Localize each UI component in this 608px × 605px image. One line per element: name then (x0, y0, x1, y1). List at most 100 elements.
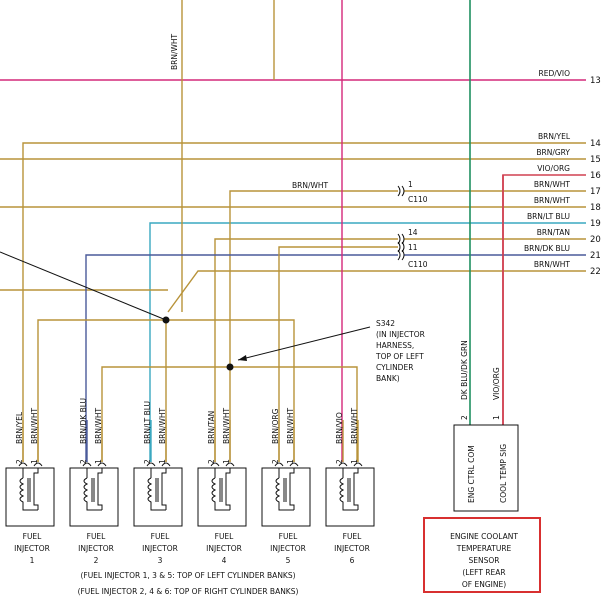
injector-label-2: INJECTOR (334, 544, 370, 553)
splice-leader (237, 326, 371, 361)
wire-22: BRN/WHT 22 (167, 260, 601, 313)
wire-14-label: BRN/YEL (538, 132, 571, 141)
splice-callout: S342 (IN INJECTOR HARNESS, TOP OF LEFT C… (375, 319, 425, 383)
injector-wire-1-label: BRN/WHT (286, 407, 295, 444)
wire-19-label: BRN/LT BLU (527, 212, 570, 221)
wire-19: BRN/LT BLU 19 (149, 212, 601, 462)
splice-line-5: BANK) (376, 374, 400, 383)
wire-20: BRN/TAN 20 (404, 228, 601, 245)
injector-label-3: 3 (158, 556, 163, 565)
wire-21-label: BRN/DK BLU (524, 244, 570, 253)
pin-cap-icon (289, 462, 299, 467)
wire-13: RED/VIO 13 (0, 69, 601, 86)
pin-cap-icon (82, 462, 92, 467)
pin-cap-icon (33, 462, 43, 467)
sensor-wire-1: VIO/ORG (492, 367, 501, 400)
splice-line-3: TOP OF LEFT (375, 352, 424, 361)
sensor-pin1-label: COOL TEMP SIG (499, 444, 508, 503)
coil-icon (150, 468, 167, 510)
sensor-pin-2: 2 (460, 415, 469, 420)
injector-label-3: 1 (30, 556, 35, 565)
connector-c110-a (397, 185, 405, 261)
injector-wire-1-label: BRN/WHT (94, 407, 103, 444)
coil-winding-icon (339, 477, 358, 511)
splice-dot-1 (162, 316, 170, 324)
injector-wire-2-label: BRN/YEL (15, 411, 24, 444)
harness-wiring (0, 0, 471, 462)
injector-label-3: 2 (94, 556, 99, 565)
injector-label-3: 5 (286, 556, 291, 565)
wire-20-num: 20 (590, 235, 601, 245)
injector-wire-2-label: BRN/DK BLU (79, 398, 88, 444)
splice-id: S342 (376, 319, 395, 328)
c110-name-1: C110 (408, 195, 428, 204)
coil-winding-icon (19, 477, 38, 511)
sensor-pin-1: 1 (492, 415, 501, 420)
wire-15-num: 15 (590, 155, 601, 165)
injector-pin-2: 2 (207, 459, 216, 464)
injector-wire-1-label: BRN/WHT (30, 407, 39, 444)
splice-line-1: (IN INJECTOR (376, 330, 425, 339)
splice-dot-s342 (226, 363, 234, 371)
injector-label-2: INJECTOR (78, 544, 114, 553)
wire-18-label: BRN/WHT (534, 196, 571, 205)
wire-19-num: 19 (590, 219, 601, 229)
injector-label-3: 4 (222, 556, 227, 565)
sensor-title-3: SENSOR (469, 556, 500, 565)
injector-label-1: FUEL (279, 532, 299, 541)
pin-cap-icon (210, 462, 220, 467)
injector-wire-2-label: BRN/TAN (207, 411, 216, 444)
injector-pin-1: 1 (222, 459, 231, 464)
splice-arrow (238, 355, 247, 361)
c110-wire-label: BRN/WHT (292, 181, 329, 190)
injector-wire-2-label: BRN/LT BLU (143, 401, 152, 444)
wire-17-num: 17 (590, 187, 601, 197)
coolant-sensor: DK BLU/DK GRN VIO/ORG 2 1 ENG CTRL COM C… (423, 175, 541, 593)
pin-cap-icon (18, 462, 28, 467)
sensor-title-2: TEMPERATURE (456, 544, 512, 553)
injector-pin-2: 2 (143, 459, 152, 464)
splice-line-2: HARNESS, (376, 341, 414, 350)
wire-15-label: BRN/GRY (536, 148, 570, 157)
coil-icon (278, 468, 295, 510)
c110-pin-1: 1 (408, 180, 413, 189)
injector-pin-2: 2 (79, 459, 88, 464)
wire-13-label: RED/VIO (539, 69, 571, 78)
c110-pin-14: 14 (408, 228, 418, 237)
wire-14: BRN/YEL 14 (22, 132, 601, 462)
sensor-title-5: OF ENGINE) (462, 580, 506, 589)
wire-20-label: BRN/TAN (537, 228, 570, 237)
splice-line-4: CYLINDER (376, 363, 413, 372)
footnote-2: (FUEL INJECTOR 2, 4 & 6: TOP OF RIGHT CY… (78, 587, 299, 596)
coil-icon (214, 468, 231, 510)
injector-label-1: FUEL (343, 532, 363, 541)
wire-14-num: 14 (590, 139, 601, 149)
wire-21: BRN/DK BLU 21 (404, 244, 601, 261)
wire-15: BRN/GRY 15 (0, 148, 601, 165)
injector-wire-2-label: BRN/VIO (335, 412, 344, 444)
injector-label-1: FUEL (215, 532, 235, 541)
coil-winding-icon (83, 477, 102, 511)
injector-pin-2: 2 (335, 459, 344, 464)
injector-pin-2: 2 (271, 459, 280, 464)
sensor-title-1: ENGINE COOLANT (450, 532, 518, 541)
injector-pin-1: 1 (158, 459, 167, 464)
sensor-highlight-box (423, 517, 541, 593)
sensor-body (453, 424, 519, 512)
wire-18-num: 18 (590, 203, 601, 213)
injector-label-2: INJECTOR (14, 544, 50, 553)
wire-17-label: BRN/WHT (534, 180, 571, 189)
injector-pin-1: 1 (30, 459, 39, 464)
wire-16-num: 16 (590, 171, 601, 181)
coil-icon (22, 468, 39, 510)
injector-label-1: FUEL (87, 532, 107, 541)
injector-wire-2-label: BRN/ORG (271, 408, 280, 444)
pin-cap-icon (161, 462, 171, 467)
sensor-title-4: (LEFT REAR (462, 568, 505, 577)
